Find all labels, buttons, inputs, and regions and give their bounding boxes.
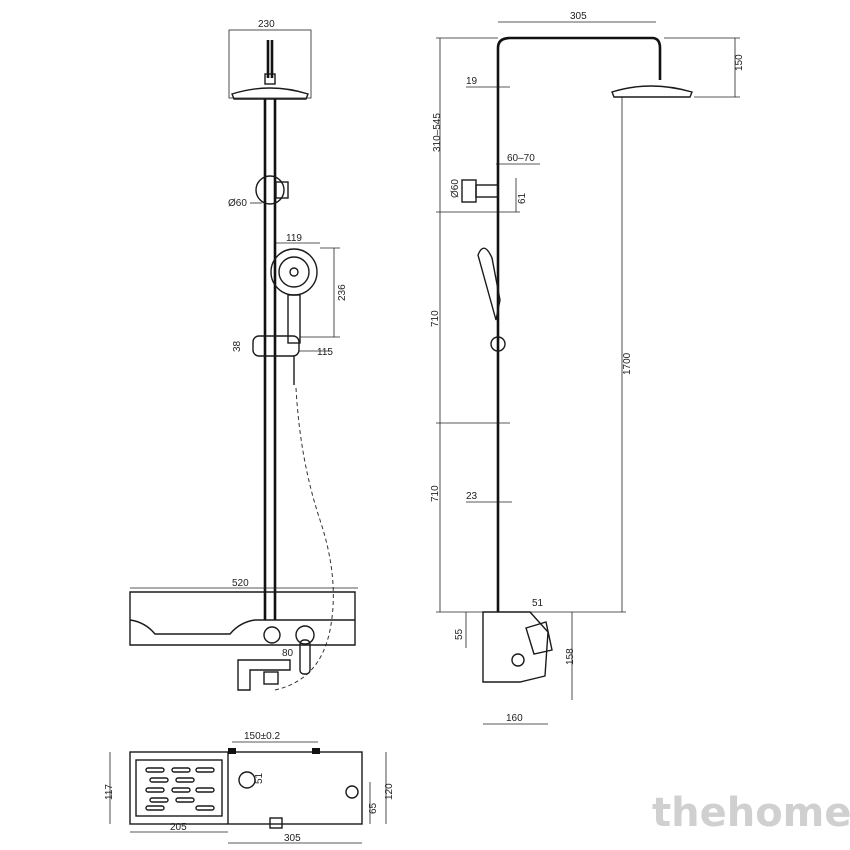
side-dim-low-710: 710: [430, 485, 441, 502]
side-dim-head-drop: 150: [734, 54, 745, 71]
front-dim-shelf-width: 520: [232, 578, 249, 589]
flexible-hose: [274, 387, 334, 691]
side-dim-upper-range: 310–545: [432, 113, 443, 152]
diverter-knob: [263, 626, 281, 644]
side-hand-shower: [477, 247, 501, 321]
top-view: 150±0.2 51 117 120 65 205: [104, 731, 395, 844]
top-dim-depth-117: 117: [104, 784, 115, 800]
hand-shower-handle: [287, 294, 301, 344]
side-dim-total-1700: 1700: [622, 352, 633, 375]
top-dim-total-305: 305: [284, 833, 301, 844]
side-rain-head: [611, 85, 693, 98]
side-dim-pipe-51: 51: [532, 598, 544, 609]
side-dim-clamp-h: 61: [517, 192, 528, 204]
front-dim-slider-w: 115: [317, 347, 333, 358]
front-dim-hand-width: 119: [286, 233, 302, 244]
top-mixer-handle: [345, 785, 359, 799]
top-dim-depth-65: 65: [368, 802, 379, 814]
mixer-shelf-body: [129, 591, 356, 646]
side-mixer-body: [482, 611, 549, 683]
side-dim-clamp-range: 60–70: [507, 153, 535, 164]
side-dim-mid-710: 710: [430, 310, 441, 327]
top-dim-shelf-205: 205: [170, 822, 187, 833]
side-dim-body-160: 160: [506, 713, 523, 724]
holder-clamp: [275, 181, 289, 199]
front-dim-hand-height: 236: [337, 284, 348, 301]
top-dim-outlet-51: 51: [254, 772, 265, 784]
slide-bar-holder: [252, 335, 300, 357]
top-diverter-knob: [238, 771, 256, 789]
front-view: 230 Ø60 119 236 38 115 520: [129, 19, 358, 691]
top-outlet-right: [312, 748, 320, 754]
top-dim-outlets: 150±0.2: [244, 731, 281, 742]
side-dim-body-55: 55: [454, 628, 465, 640]
head-dimension-box: [228, 29, 312, 99]
side-view: 305 150 19 310–545 60–70 Ø60 61 710 710 …: [430, 11, 745, 725]
pipe-holder: [255, 175, 285, 205]
hand-shower-head: [270, 248, 318, 296]
top-body-outline: [129, 751, 363, 825]
front-dim-head-width: 230: [258, 19, 275, 30]
front-dim-slider-h: 38: [232, 340, 243, 352]
riser-pipe: [263, 99, 277, 620]
overhead-arm: [496, 36, 662, 612]
top-outlet-left: [228, 748, 236, 754]
arm-nut: [264, 73, 276, 85]
side-dim-pipe-23: 23: [466, 491, 478, 502]
shelf-slots: [145, 767, 215, 811]
top-soap-shelf: [135, 759, 223, 817]
watermark: thehome: [652, 790, 850, 836]
side-dim-pipe-19: 19: [466, 76, 478, 87]
side-dim-arm-reach: 305: [570, 11, 587, 22]
side-slider: [490, 336, 506, 352]
side-wall-clamp: [461, 179, 477, 203]
side-dim-body-158: 158: [565, 648, 576, 665]
top-dim-depth-120: 120: [384, 783, 395, 800]
shower-arm: [266, 40, 274, 78]
front-dim-spout: 80: [282, 648, 294, 659]
mixer-handle: [295, 625, 315, 645]
rain-shower-head: [231, 87, 309, 100]
top-spout-stub: [269, 817, 283, 829]
side-dim-clamp-dia: Ø60: [450, 179, 461, 198]
bath-spout: [237, 659, 291, 691]
front-dim-holder-dia: Ø60: [228, 198, 247, 209]
